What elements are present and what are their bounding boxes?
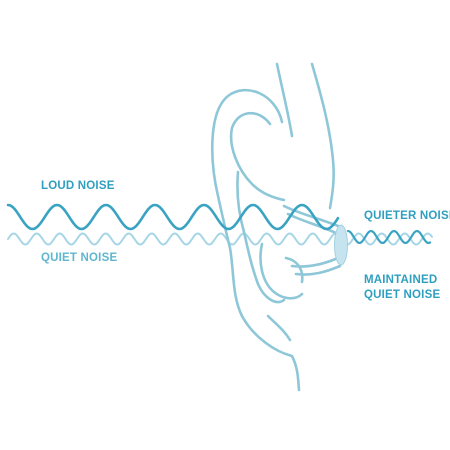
maintained-label-line-1: MAINTAINED xyxy=(364,274,438,286)
maintained-label-line-2: QUIET NOISE xyxy=(364,289,441,301)
quieter-noise-label: QUIETER NOISE xyxy=(364,210,450,222)
quiet-noise-label: QUIET NOISE xyxy=(41,252,118,264)
loud-noise-wave xyxy=(6,203,340,231)
quieter-noise-wave xyxy=(346,229,432,245)
maintained-quiet-noise-label: MAINTAINED QUIET NOISE xyxy=(364,273,440,303)
quiet-noise-wave xyxy=(7,232,433,246)
loud-noise-label: LOUD NOISE xyxy=(41,180,115,192)
earplug xyxy=(334,224,348,266)
ear-outline xyxy=(211,62,342,392)
